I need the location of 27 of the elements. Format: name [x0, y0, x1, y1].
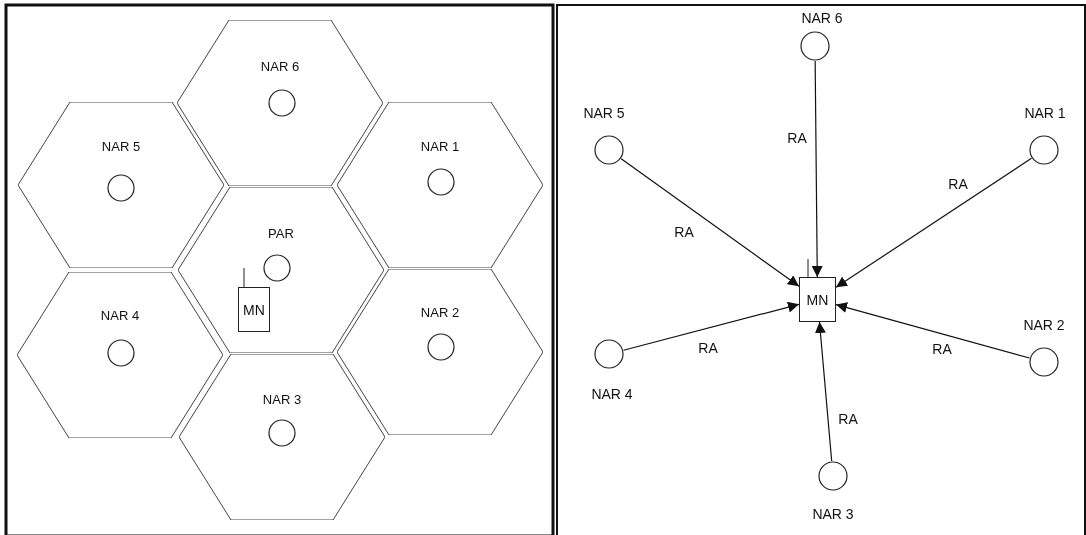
edge-label: RA	[785, 130, 809, 146]
cell-label: NAR 5	[101, 139, 141, 155]
arrow	[814, 321, 833, 462]
cell-label: NAR 6	[260, 59, 300, 75]
edge-label: RA	[930, 341, 954, 357]
node-label: NAR 4	[591, 386, 633, 402]
edge-label: RA	[946, 176, 970, 192]
cell-label: NAR 3	[262, 392, 302, 408]
node-label: NAR 3	[812, 506, 854, 522]
edge-label: RA	[672, 224, 696, 240]
arrow	[835, 157, 1033, 288]
edge-label: RA	[836, 411, 860, 427]
node-label: NAR 1	[1024, 105, 1066, 121]
arrow	[620, 158, 800, 287]
cell-label: NAR 1	[420, 139, 460, 155]
node-label: NAR 6	[801, 10, 843, 26]
node-label: NAR 5	[583, 105, 625, 121]
cell-label: NAR 2	[420, 305, 460, 321]
mobile-node-box: MN	[799, 277, 836, 322]
arrow	[811, 60, 823, 278]
mobile-node-box: MN	[238, 287, 270, 332]
node-label: NAR 2	[1023, 317, 1065, 333]
arrow	[835, 302, 1031, 359]
edge-label: RA	[696, 340, 720, 356]
cell-label: NAR 4	[100, 308, 140, 324]
cell-label: PAR	[268, 226, 294, 242]
arrow	[622, 301, 800, 351]
